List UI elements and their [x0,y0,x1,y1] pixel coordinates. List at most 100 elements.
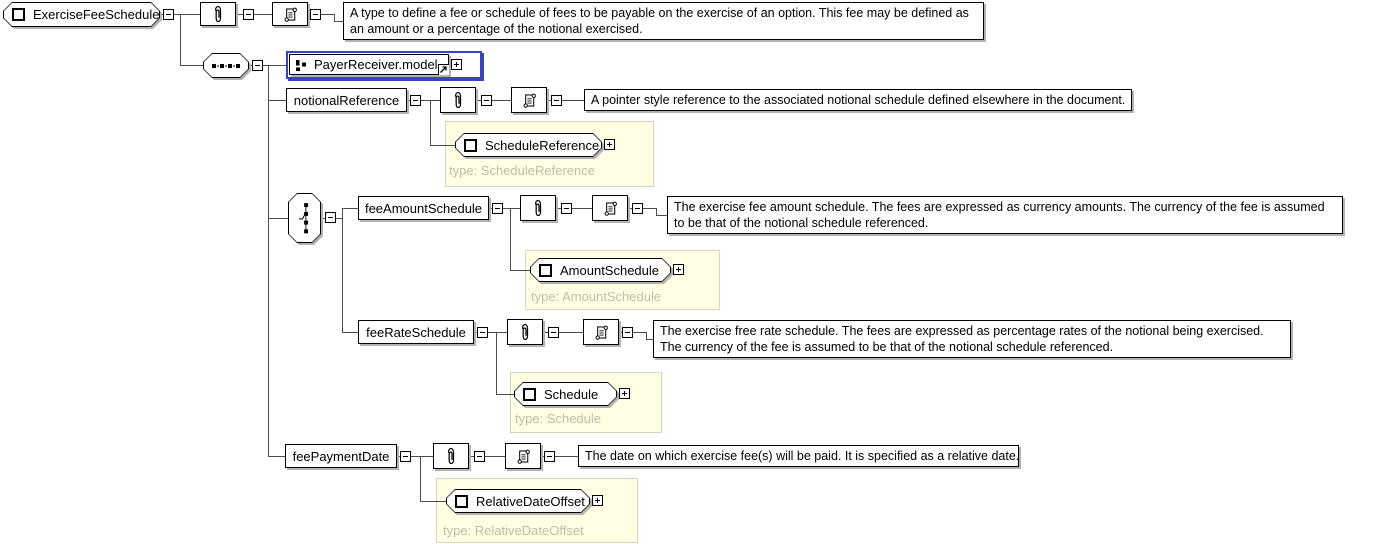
collapse-button[interactable] [622,327,633,338]
connector-line [503,208,520,209]
paperclip-icon [521,323,529,341]
collapse-button[interactable] [548,327,559,338]
annotation-box[interactable] [511,87,547,113]
documentation-box[interactable]: A pointer style reference to the associa… [584,89,1132,111]
reference-corner [438,64,449,75]
connector-line [474,332,477,333]
collapse-button[interactable] [492,203,503,214]
connector-line [336,218,342,219]
collapse-button[interactable] [400,451,411,462]
collapse-button[interactable] [325,212,336,223]
connector-line [420,456,421,501]
root-type-box[interactable]: ExerciseFeeSchedule [3,2,160,27]
connector-line [321,218,325,219]
connector-line [321,14,334,15]
complex-type-square-icon [464,138,477,152]
connector-line [510,270,530,271]
collapse-button[interactable] [163,9,174,20]
attributes-box[interactable] [520,195,556,221]
collapse-button[interactable] [310,9,321,20]
element-label: feeAmountSchedule [364,200,483,216]
connector-line [496,332,497,394]
paperclip-icon [454,91,462,109]
choice-compositor[interactable] [288,193,321,243]
attributes-box[interactable] [507,319,543,345]
connector-line [541,456,544,457]
connector-line [268,218,288,219]
annotation-box[interactable] [272,2,308,26]
expand-button[interactable] [604,139,615,150]
collapse-button[interactable] [410,95,421,106]
connector-line [342,208,343,332]
link-arrow-icon [440,66,447,73]
connector-line [488,332,507,333]
connector-line [496,394,514,395]
documentation-box[interactable]: The date on which exercise fee(s) will b… [578,445,1019,467]
annotation-box[interactable] [583,319,619,345]
element-label: notionalReference [293,92,400,108]
collapse-button[interactable] [551,95,562,106]
complex-type-square-icon [455,494,468,508]
documentation-box[interactable]: A type to define a fee or schedule of fe… [343,2,984,40]
attributes-box[interactable] [440,87,476,113]
type-box-relativeDateOffset[interactable]: RelativeDateOffset [446,489,590,513]
paperclip-icon [447,447,455,465]
complex-type-square-icon [523,387,536,401]
connector-line [469,456,474,457]
documentation-text: The exercise free rate schedule. The fee… [660,324,1264,354]
model-group-icon [296,59,306,71]
expand-button[interactable] [592,495,603,506]
collapse-button[interactable] [252,60,263,71]
collapse-button[interactable] [561,203,572,214]
type-box-scheduleReference[interactable]: ScheduleReference [455,133,602,157]
type-caption: type: AmountSchedule [531,289,662,304]
attributes-box[interactable] [433,443,469,469]
element-box-notionalReference[interactable]: notionalReference [286,88,407,112]
documentation-text: The exercise fee amount schedule. The fe… [674,200,1325,230]
type-label: AmountSchedule [560,262,660,278]
connector-line [646,339,653,340]
expand-button[interactable] [673,264,684,275]
connector-line [489,208,492,209]
scroll-icon [517,449,530,464]
connector-line [263,65,286,66]
connector-line [510,208,511,270]
type-caption: type: Schedule [515,411,602,426]
connector-line [407,100,410,101]
paperclip-icon [214,5,222,23]
documentation-box[interactable]: The exercise fee amount schedule. The fe… [667,196,1343,234]
model-group-inner-box: PayerReceiver.model [289,54,449,75]
collapse-button[interactable] [477,327,488,338]
element-label: feeRateSchedule [366,324,466,340]
model-group-ref[interactable]: PayerReceiver.model [286,51,482,79]
connector-line [334,21,343,22]
connector-line [628,208,632,209]
connector-line [643,208,656,209]
type-box-schedule[interactable]: Schedule [514,382,617,406]
connector-line [547,100,551,101]
collapse-button[interactable] [474,451,485,462]
collapse-button[interactable] [481,95,492,106]
collapse-button[interactable] [243,9,254,20]
element-box-feeRateSchedule[interactable]: feeRateSchedule [358,320,474,344]
documentation-text: The date on which exercise fee(s) will b… [585,449,1020,463]
connector-line [646,332,647,340]
attributes-box[interactable] [200,2,236,26]
collapse-button[interactable] [544,451,555,462]
documentation-box[interactable]: The exercise free rate schedule. The fee… [653,320,1291,358]
connector-line [492,100,511,101]
connector-line [334,14,335,22]
connector-line [268,65,269,456]
expand-button[interactable] [619,388,630,399]
annotation-box[interactable] [505,443,541,469]
collapse-button[interactable] [632,203,643,214]
scroll-icon [284,7,297,22]
expand-button[interactable] [451,59,462,70]
annotation-box[interactable] [592,195,628,221]
element-box-feePaymentDate[interactable]: feePaymentDate [285,444,397,468]
scroll-icon [595,325,608,340]
element-box-feeAmountSchedule[interactable]: feeAmountSchedule [358,196,489,220]
type-label: RelativeDateOffset [476,493,585,509]
sequence-compositor[interactable] [203,53,249,78]
type-box-amountSchedule[interactable]: AmountSchedule [530,258,671,282]
